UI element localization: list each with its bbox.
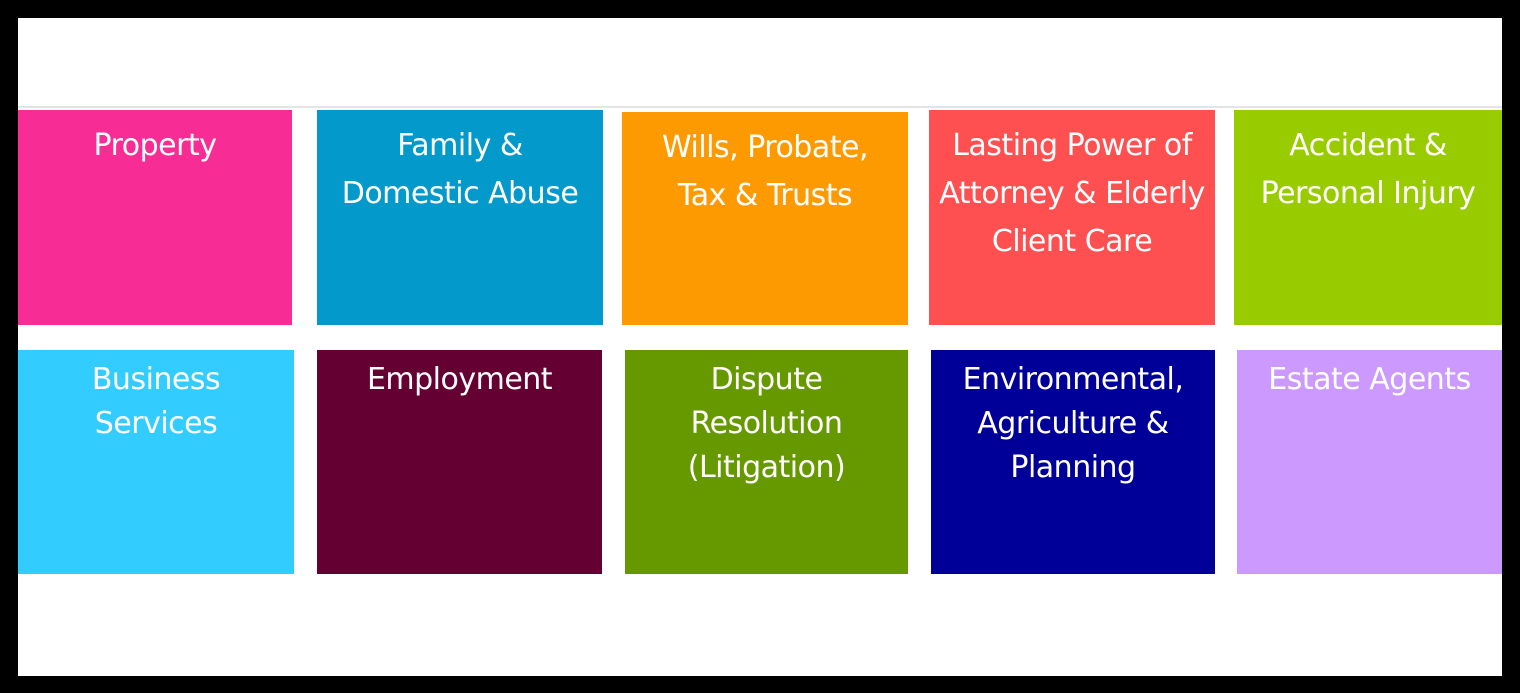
- tile-environmental-agriculture-planning[interactable]: Environmental, Agriculture & Planning: [931, 350, 1215, 574]
- tile-label: Environmental, Agriculture & Planning: [962, 362, 1184, 485]
- tile-family-domestic-abuse[interactable]: Family & Domestic Abuse: [317, 110, 603, 325]
- tile-property[interactable]: Property: [18, 110, 292, 325]
- tile-dispute-resolution[interactable]: Dispute Resolution (Litigation): [625, 350, 908, 574]
- tile-label: Estate Agents: [1268, 362, 1471, 397]
- tile-label: Property: [93, 128, 217, 163]
- tile-accident-personal-injury[interactable]: Accident & Personal Injury: [1234, 110, 1502, 325]
- tile-estate-agents[interactable]: Estate Agents: [1237, 350, 1502, 574]
- tile-label: Family & Domestic Abuse: [341, 128, 579, 211]
- tile-label: Business Services: [91, 362, 221, 441]
- tile-wills-probate[interactable]: Wills, Probate, Tax & Trusts: [622, 112, 908, 325]
- tile-label: Employment: [366, 362, 553, 397]
- tile-label: Accident & Personal Injury: [1260, 128, 1476, 211]
- tile-label: Lasting Power of Attorney & Elderly Clie…: [939, 128, 1205, 259]
- tile-label: Wills, Probate, Tax & Trusts: [662, 130, 869, 213]
- divider-line: [18, 106, 1502, 108]
- tile-lasting-power-of-attorney[interactable]: Lasting Power of Attorney & Elderly Clie…: [929, 110, 1215, 325]
- tile-label: Dispute Resolution (Litigation): [687, 362, 846, 485]
- service-grid: Property Family & Domestic Abuse Wills, …: [18, 18, 1502, 676]
- tile-business-services[interactable]: Business Services: [18, 350, 294, 574]
- tile-employment[interactable]: Employment: [317, 350, 602, 574]
